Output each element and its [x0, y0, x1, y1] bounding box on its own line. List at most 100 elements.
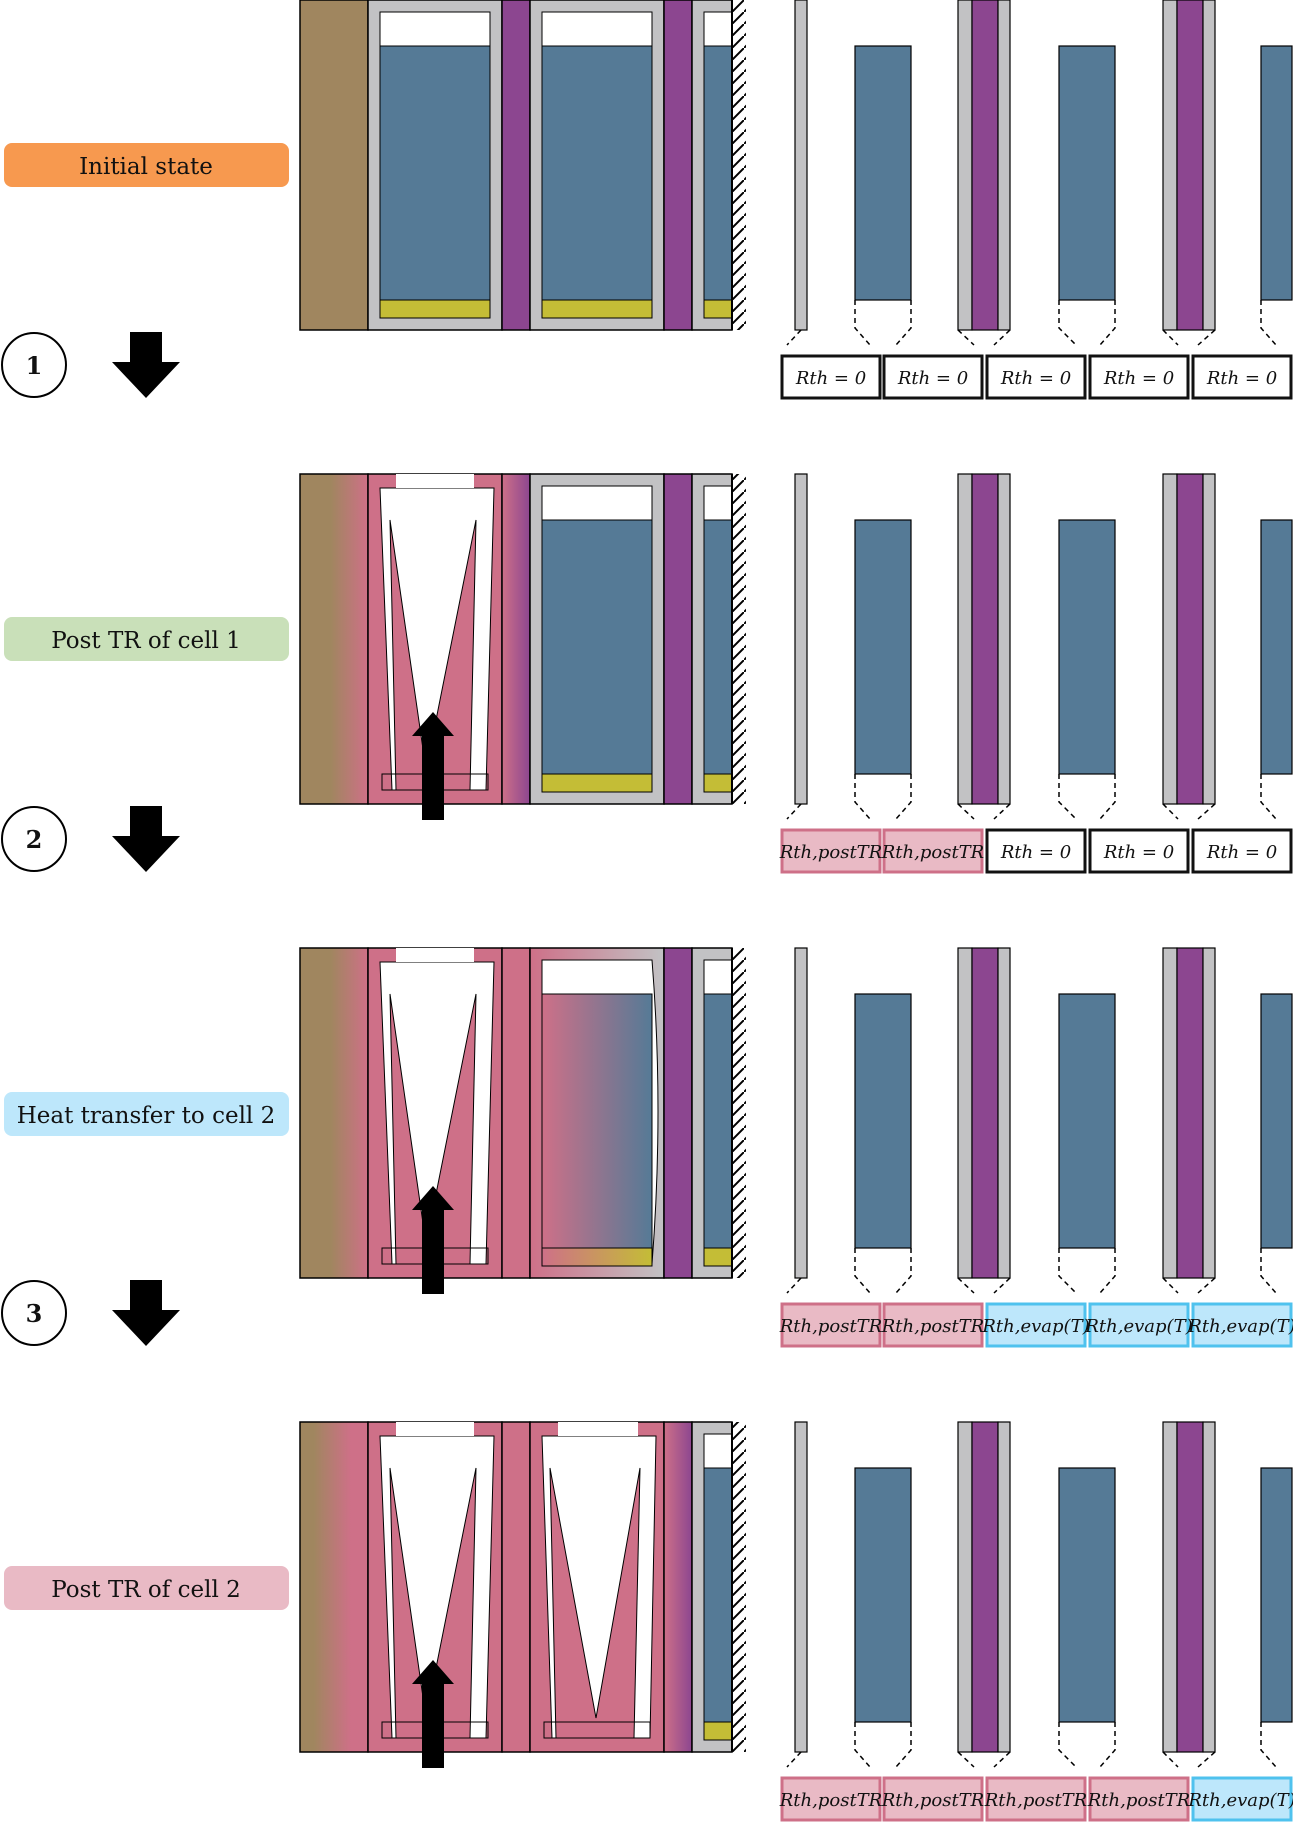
stage-label-3: Heat transfer to cell 2	[4, 1092, 289, 1136]
leader-line	[895, 774, 912, 820]
resistance-box: Rth,postTR	[984, 1776, 1088, 1822]
fixed-wall-hatch	[732, 1422, 746, 1752]
housing-wall-strip	[794, 473, 808, 805]
casing-strip	[1162, 473, 1178, 805]
resistance-box: Rth = 0	[1088, 828, 1190, 874]
separator-strip	[971, 947, 999, 1279]
cell-electrolyte-strip	[1058, 1467, 1116, 1723]
resistance-label: Rth = 0	[897, 368, 968, 389]
stage-label-4: Post TR of cell 2	[4, 1566, 289, 1610]
resistance-box-frame	[985, 1302, 1087, 1348]
cross-section-initial	[299, 0, 746, 331]
fixed-wall-hatch	[732, 948, 746, 1278]
cell-electrolyte-strip	[1058, 519, 1116, 775]
step-circle	[1, 1280, 67, 1346]
leader-line	[1058, 774, 1077, 820]
resistance-box: Rth = 0	[985, 354, 1087, 400]
resistance-label: Rth = 0	[1206, 842, 1277, 863]
resistance-box-frame	[1191, 1302, 1293, 1348]
resistance-label: Rth = 0	[1103, 368, 1174, 389]
cell-electrolyte-strip	[854, 519, 912, 775]
resistance-box: Rth = 0	[1191, 354, 1293, 400]
leader-line	[1099, 1248, 1116, 1294]
resistance-label: Rth,postTR	[779, 842, 883, 863]
leader-line	[993, 1277, 1011, 1294]
resistance-box: Rth,postTR	[779, 828, 883, 874]
leader-line	[786, 329, 802, 346]
resistance-box: Rth,evap(T)	[1084, 1302, 1193, 1348]
resistance-label: Rth,evap(T)	[1187, 1316, 1293, 1337]
resistance-box-frame	[780, 828, 882, 874]
cell-electrolyte-strip	[1260, 993, 1293, 1249]
casing-strip	[1162, 947, 1178, 1279]
separator-strip	[1176, 1421, 1204, 1753]
resistance-label: Rth,postTR	[984, 1790, 1088, 1811]
separator-strip	[971, 1421, 999, 1753]
stage-label-2: Post TR of cell 1	[4, 617, 289, 661]
resistance-box: Rth = 0	[882, 354, 984, 400]
resistance-box-frame	[1088, 828, 1190, 874]
stage-label-bg	[4, 1092, 289, 1136]
resistance-box: Rth,evap(T)	[1187, 1776, 1293, 1822]
stage-label-text: Heat transfer to cell 2	[17, 1103, 275, 1129]
leader-line	[1260, 300, 1277, 346]
fixed-wall-hatch	[732, 0, 746, 330]
leader-line	[854, 774, 871, 820]
leader-line	[957, 803, 975, 820]
resistance-box: Rth,postTR	[881, 828, 985, 874]
casing-strip	[957, 0, 973, 331]
resistance-box-frame	[1191, 1776, 1293, 1822]
resistance-box: Rth,postTR	[881, 1776, 984, 1822]
leader-line	[854, 1722, 871, 1768]
separator-strip	[1176, 0, 1204, 331]
casing-strip	[1202, 947, 1216, 1279]
resistance-label: Rth,postTR	[779, 1316, 883, 1337]
leader-line	[1162, 803, 1179, 820]
leader-line	[957, 1277, 975, 1294]
housing-wall-strip	[794, 0, 808, 331]
resistance-box: Rth,evap(T)	[981, 1302, 1090, 1348]
resistance-box-frame	[882, 1776, 984, 1822]
stage-label-bg	[4, 143, 289, 187]
vent-arrow-icon	[412, 712, 454, 820]
resistance-label: Rth = 0	[1103, 842, 1174, 863]
resistance-label: Rth,postTR	[881, 842, 985, 863]
step-number: 3	[26, 1299, 43, 1328]
resistance-box: Rth = 0	[780, 354, 882, 400]
resistance-box-frame	[1088, 354, 1190, 400]
leader-line	[1058, 1722, 1077, 1768]
leader-line	[786, 1751, 802, 1768]
cell-electrolyte-strip	[854, 993, 912, 1249]
leader-line	[993, 329, 1011, 346]
fixed-wall-hatch	[732, 474, 746, 804]
leader-line	[1162, 329, 1179, 346]
leader-line	[1162, 1751, 1179, 1768]
cross-section-post-tr-cell1	[299, 473, 746, 820]
resistance-box-frame	[1088, 1302, 1190, 1348]
resistance-box: Rth,evap(T)	[1187, 1302, 1293, 1348]
step-number: 1	[26, 351, 43, 380]
resistance-box: Rth,postTR	[881, 1302, 984, 1348]
leader-line	[854, 300, 871, 346]
resistance-box-frame	[882, 828, 984, 874]
step-circle	[1, 332, 67, 398]
leader-line	[895, 1722, 912, 1768]
resistance-label: Rth = 0	[795, 368, 866, 389]
leader-line	[957, 1751, 975, 1768]
separator-strip	[1176, 947, 1204, 1279]
resistance-label: Rth = 0	[1000, 368, 1071, 389]
leader-line	[1162, 1277, 1179, 1294]
resistance-box: Rth,postTR	[779, 1302, 883, 1348]
cell-electrolyte-strip	[1260, 1467, 1293, 1723]
housing-wall-strip	[794, 947, 808, 1279]
casing-strip	[997, 0, 1011, 331]
down-arrow-icon	[112, 1280, 180, 1346]
leader-line	[854, 1248, 871, 1294]
casing-strip	[1202, 473, 1216, 805]
casing-strip	[1202, 0, 1216, 331]
step-number: 2	[26, 825, 43, 854]
leader-line	[1260, 1248, 1277, 1294]
down-arrow-icon	[112, 332, 180, 398]
thermal-resistance-networks: Rth = 0 Rth = 0 Rth = 0 Rth = 0 Rth = 0 Rth,p…	[779, 0, 1293, 1822]
